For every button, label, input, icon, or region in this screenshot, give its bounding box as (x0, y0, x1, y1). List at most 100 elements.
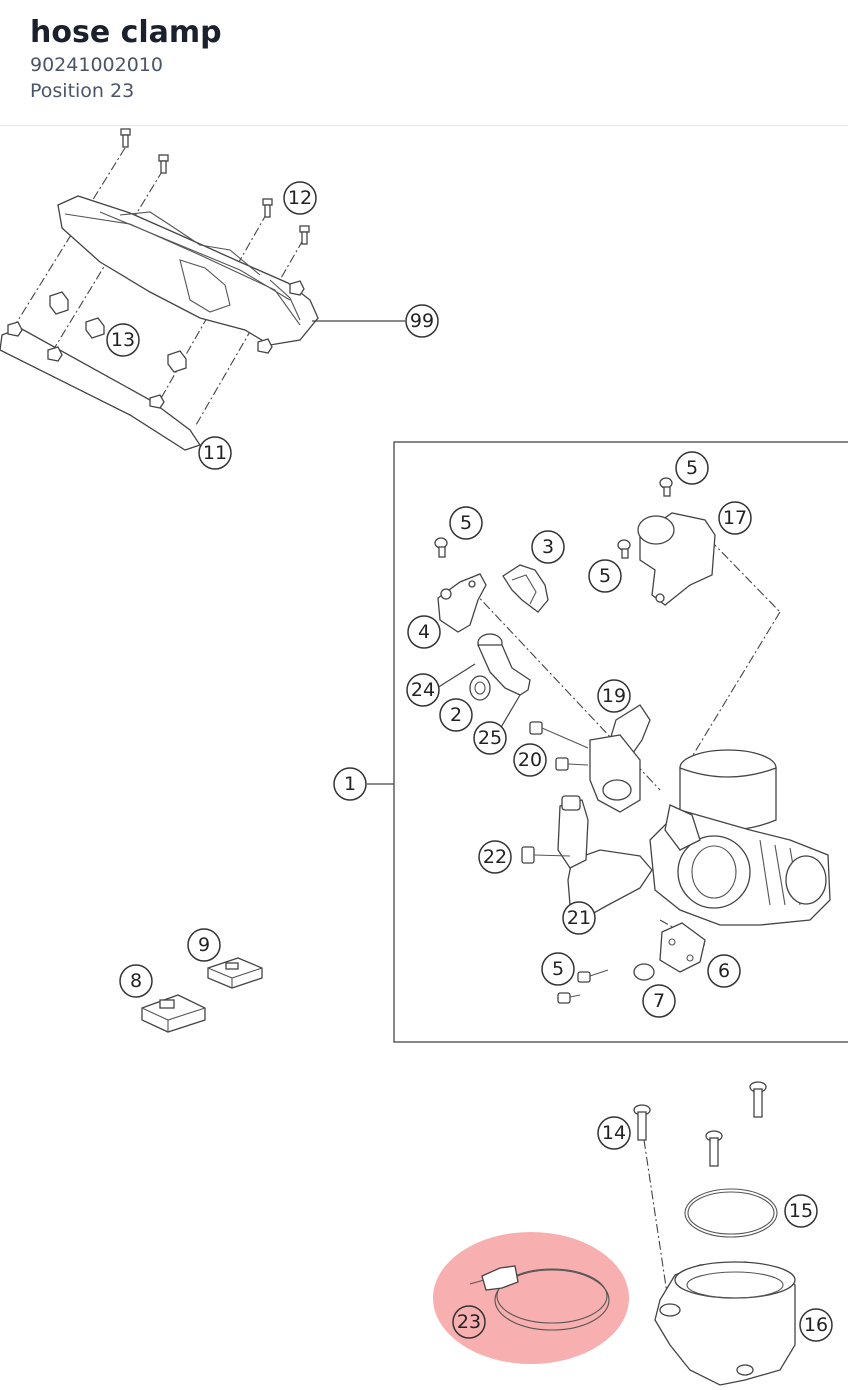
callout-label: 5 (460, 512, 472, 534)
callout-circle (597, 679, 631, 713)
callout-5[interactable]: 5 (588, 559, 622, 593)
callout-circle (333, 767, 367, 801)
callout-24[interactable]: 24 (406, 673, 440, 707)
callout-circle (452, 1305, 486, 1339)
callout-label: 5 (686, 457, 698, 479)
callout-2[interactable]: 2 (439, 698, 473, 732)
callout-circle (541, 952, 575, 986)
callout-circle (478, 840, 512, 874)
callout-15[interactable]: 15 (784, 1194, 818, 1228)
callout-label: 6 (718, 960, 730, 982)
callout-circle (283, 181, 317, 215)
callout-11[interactable]: 11 (198, 436, 232, 470)
intake-flange-assembly (633, 1081, 796, 1386)
small-blocks (141, 957, 263, 1033)
callout-circle (642, 984, 676, 1018)
part-header: hose clamp 90241002010 Position 23 (0, 0, 848, 126)
callout-13[interactable]: 13 (106, 323, 140, 357)
callout-circle (675, 451, 709, 485)
callout-7[interactable]: 7 (642, 984, 676, 1018)
callout-label: 16 (804, 1314, 828, 1336)
callout-12[interactable]: 12 (283, 181, 317, 215)
callout-17[interactable]: 17 (718, 501, 752, 535)
callout-label: 2 (450, 704, 462, 726)
callout-22[interactable]: 22 (478, 840, 512, 874)
callout-label: 17 (723, 507, 747, 529)
callout-9[interactable]: 9 (187, 928, 221, 962)
part-position: Position 23 (30, 80, 135, 102)
callout-label: 5 (599, 565, 611, 587)
throttle-body (649, 749, 831, 926)
callout-circle (473, 721, 507, 755)
callout-21[interactable]: 21 (562, 901, 596, 935)
callout-19[interactable]: 19 (597, 679, 631, 713)
callout-99[interactable]: 99 (405, 304, 439, 338)
callout-label: 21 (567, 907, 591, 929)
callout-layer: 12 99 13 11 5 17 3 5 5 4 24 2 25 19 20 1 22 21 5 6 7 9 8 14 15 16… (106, 181, 833, 1342)
callout-label: 24 (411, 679, 435, 701)
callout-label: 7 (653, 990, 665, 1012)
callout-label: 23 (457, 1311, 481, 1333)
screw (617, 477, 673, 559)
callout-label: 14 (602, 1122, 626, 1144)
callout-label: 25 (478, 727, 502, 749)
sensor-part (437, 573, 487, 633)
callout-circle (707, 954, 741, 988)
callout-circle (562, 901, 596, 935)
grommet (7, 280, 305, 409)
cover-bolt (120, 128, 310, 245)
fuel-injector (469, 633, 531, 701)
callout-label: 20 (518, 749, 542, 771)
callout-circle (531, 530, 565, 564)
callout-label: 9 (198, 934, 210, 956)
callout-circle (198, 436, 232, 470)
callout-circle (187, 928, 221, 962)
callout-circle (406, 673, 440, 707)
callout-circle (597, 1116, 631, 1150)
callout-14[interactable]: 14 (597, 1116, 631, 1150)
flange-bolt (633, 1081, 767, 1167)
callout-circle (513, 743, 547, 777)
callout-label: 13 (111, 329, 135, 351)
callout-circle (106, 323, 140, 357)
callout-circle (449, 506, 483, 540)
exploded-parts-diagram: 12 99 13 11 5 17 3 5 5 4 24 2 25 19 20 1 22 21 5 6 7 9 8 14 15 16… (0, 128, 848, 1386)
callout-8[interactable]: 8 (119, 964, 153, 998)
callout-23[interactable]: 23 (452, 1305, 486, 1339)
callout-16[interactable]: 16 (799, 1308, 833, 1342)
callout-4[interactable]: 4 (407, 615, 441, 649)
part-title: hose clamp (30, 15, 222, 50)
callout-circle (799, 1308, 833, 1342)
callout-label: 15 (789, 1200, 813, 1222)
throttle-body-assembly (367, 441, 848, 1043)
callout-circle (119, 964, 153, 998)
callout-label: 8 (130, 970, 142, 992)
callout-5[interactable]: 5 (675, 451, 709, 485)
callout-6[interactable]: 6 (707, 954, 741, 988)
callout-circle (718, 501, 752, 535)
callout-circle (588, 559, 622, 593)
callout-label: 4 (418, 621, 430, 643)
part-number: 90241002010 (30, 54, 163, 76)
highlight-hose-clamp[interactable] (433, 1232, 629, 1364)
callout-5[interactable]: 5 (541, 952, 575, 986)
air-filter-cover-assembly (0, 128, 405, 451)
callout-3[interactable]: 3 (531, 530, 565, 564)
callout-label: 3 (542, 536, 554, 558)
callout-label: 1 (344, 773, 356, 795)
callout-circle (784, 1194, 818, 1228)
callout-label: 22 (483, 846, 507, 868)
callout-label: 99 (410, 310, 434, 332)
callout-circle (439, 698, 473, 732)
callout-20[interactable]: 20 (513, 743, 547, 777)
callout-25[interactable]: 25 (473, 721, 507, 755)
callout-label: 12 (288, 187, 312, 209)
callout-circle (405, 304, 439, 338)
screw (434, 537, 448, 558)
callout-5[interactable]: 5 (449, 506, 483, 540)
callout-label: 19 (602, 685, 626, 707)
callout-label: 11 (203, 442, 227, 464)
callout-circle (407, 615, 441, 649)
callout-1[interactable]: 1 (333, 767, 367, 801)
callout-label: 5 (552, 958, 564, 980)
